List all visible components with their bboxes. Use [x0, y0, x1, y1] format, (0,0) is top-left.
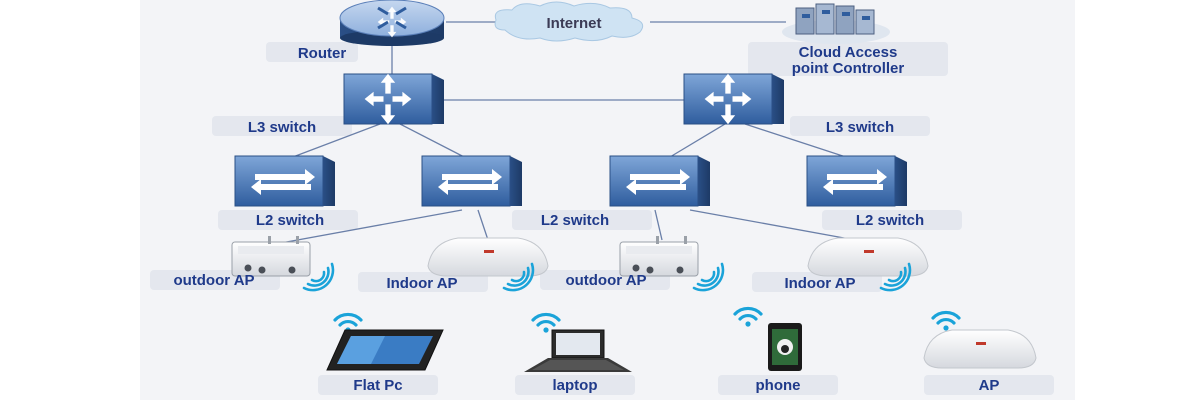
- link-l2-3-outdoor-ap: [654, 209, 663, 241]
- phone-icon: [768, 323, 802, 371]
- link-l3left-l2-1: [284, 123, 381, 161]
- l2-switch-4-icon: [806, 155, 907, 207]
- label-l2-switch-1: L2 switch: [256, 212, 324, 229]
- label-cloud-controller-line1: Cloud Access: [799, 44, 898, 61]
- ap-client-icon: [923, 329, 1037, 369]
- label-pads: [150, 42, 1054, 395]
- router-icon: [339, 0, 445, 46]
- internet-cloud-icon: [494, 1, 644, 42]
- label-indoor-ap-2: Indoor AP: [784, 275, 855, 292]
- link-l3right-l2-3: [664, 123, 726, 161]
- label-router: Router: [298, 45, 346, 62]
- label-outdoor-ap-1: outdoor AP: [173, 272, 254, 289]
- label-l2-switch-3: L2 switch: [856, 212, 924, 229]
- link-l2-3-indoor-ap: [689, 209, 856, 241]
- label-l3-switch-right: L3 switch: [826, 119, 894, 136]
- link-l3left-l2-2: [399, 123, 471, 161]
- label-outdoor-ap-2: outdoor AP: [565, 272, 646, 289]
- l3-switch-right-icon: [683, 73, 784, 125]
- indoor-ap-2-icon: [807, 237, 929, 277]
- laptop-icon: [524, 329, 632, 372]
- wifi-signal-icon: [733, 306, 763, 329]
- label-indoor-ap-1: Indoor AP: [386, 275, 457, 292]
- label-phone: phone: [756, 377, 801, 394]
- cloud-controller-servers-icon: [782, 3, 890, 44]
- label-ap: AP: [979, 377, 1000, 394]
- label-l2-switch-2: L2 switch: [541, 212, 609, 229]
- l2-switch-3-icon: [609, 155, 710, 207]
- flat-pc-tablet-icon: [326, 329, 444, 371]
- label-cloud-controller-line2: point Controller: [792, 60, 905, 77]
- link-l2-2-indoor-ap: [477, 209, 489, 241]
- label-flat-pc: Flat Pc: [353, 377, 402, 394]
- outdoor-ap-2-icon: [619, 236, 699, 277]
- l2-switch-1-icon: [234, 155, 335, 207]
- label-internet: Internet: [546, 15, 601, 32]
- outdoor-ap-1-icon: [231, 236, 311, 277]
- network-links: [269, 21, 856, 246]
- link-l2-2-outdoor-ap: [269, 209, 463, 246]
- l3-switch-left-icon: [343, 73, 444, 125]
- link-l3right-l2-4: [744, 123, 856, 161]
- indoor-ap-1-icon: [427, 237, 549, 277]
- label-l3-switch-left: L3 switch: [248, 119, 316, 136]
- l2-switch-2-icon: [421, 155, 522, 207]
- label-laptop: laptop: [553, 377, 598, 394]
- wifi-signal-icon: [931, 310, 961, 333]
